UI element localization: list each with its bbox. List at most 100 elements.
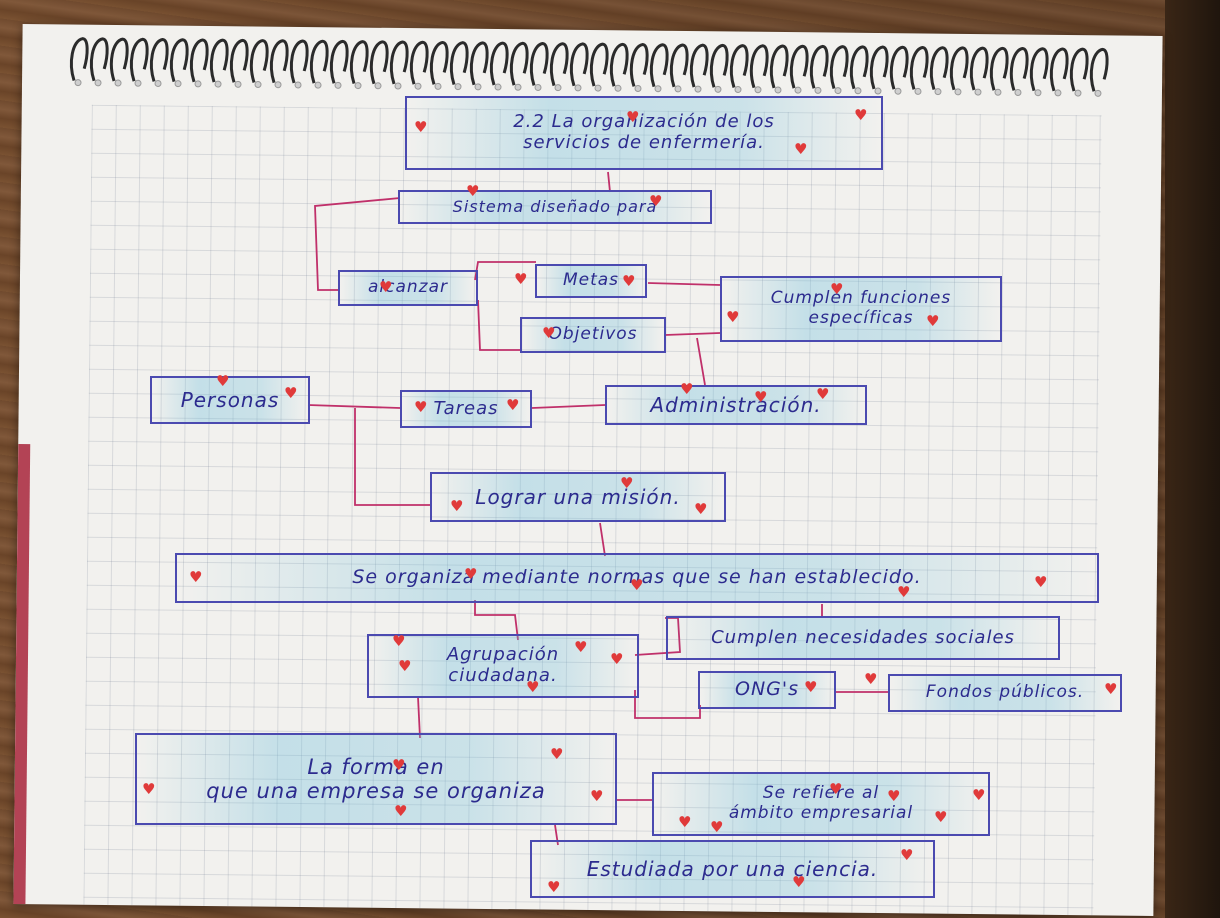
node-alcanzar: alcanzar	[338, 270, 478, 306]
heart-icon: ♥	[830, 280, 844, 298]
spiral-ring	[629, 43, 649, 87]
spiral-ring	[909, 45, 929, 90]
heart-icon: ♥	[694, 500, 708, 518]
node-personas: Personas	[150, 376, 310, 424]
heart-icon: ♥	[394, 802, 408, 820]
spiral-ring	[289, 39, 309, 84]
node-administracion: Administración.	[605, 385, 867, 425]
spiral-ring	[110, 37, 129, 82]
punch-hole	[834, 87, 842, 95]
node-tareas: Tareas	[400, 390, 532, 428]
heart-icon: ♥	[392, 756, 406, 774]
punch-hole	[94, 79, 102, 87]
punch-hole	[814, 86, 822, 94]
spiral-ring	[449, 41, 469, 86]
heart-icon: ♥	[620, 474, 634, 492]
heart-icon: ♥	[590, 787, 604, 805]
punch-hole	[994, 88, 1002, 96]
node-cumplen-necesidades: Cumplen necesidades sociales	[666, 616, 1060, 660]
heart-icon: ♥	[542, 324, 556, 342]
spiral-ring	[569, 42, 589, 87]
punch-hole	[434, 82, 442, 90]
punch-hole	[114, 79, 122, 87]
heart-icon: ♥	[887, 787, 901, 805]
punch-hole	[754, 86, 762, 94]
spiral-ring	[549, 42, 569, 87]
heart-icon: ♥	[574, 638, 588, 656]
punch-hole	[354, 82, 362, 90]
punch-hole	[494, 83, 502, 91]
heart-icon: ♥	[972, 786, 986, 804]
heart-icon: ♥	[804, 678, 818, 696]
node-se-organiza: Se organiza mediante normas que se han e…	[175, 553, 1099, 603]
heart-icon: ♥	[398, 657, 412, 675]
heart-icon: ♥	[1104, 680, 1118, 698]
punch-hole	[774, 86, 782, 94]
heart-icon: ♥	[710, 818, 724, 836]
spiral-ring	[849, 45, 869, 90]
punch-hole	[454, 83, 462, 91]
spiral-ring	[869, 45, 889, 90]
spiral-ring	[669, 43, 689, 88]
heart-icon: ♥	[864, 670, 878, 688]
punch-hole	[1054, 89, 1062, 97]
spiral-ring	[729, 44, 749, 88]
heart-icon: ♥	[630, 576, 644, 594]
spiral-ring	[130, 37, 149, 82]
node-metas: Metas	[535, 264, 647, 298]
heart-icon: ♥	[754, 388, 768, 406]
spiral-ring	[349, 40, 369, 84]
spiral-ring	[809, 44, 829, 89]
spiral-ring	[329, 39, 349, 84]
spiral-ring	[689, 43, 709, 88]
punch-hole	[414, 82, 422, 90]
node-cumplen-funciones: Cumplen funciones específicas	[720, 276, 1002, 342]
punch-hole	[654, 85, 662, 93]
punch-hole	[74, 79, 82, 87]
spiral-ring	[949, 46, 969, 91]
heart-icon: ♥	[649, 192, 663, 210]
punch-hole	[334, 81, 342, 89]
heart-icon: ♥	[392, 632, 406, 650]
punch-hole	[374, 82, 382, 90]
punch-hole	[734, 86, 742, 94]
punch-hole	[474, 83, 482, 91]
node-forma: La forma en que una empresa se organiza	[135, 733, 617, 825]
spiral-ring	[469, 41, 489, 86]
heart-icon: ♥	[934, 808, 948, 826]
punch-hole	[854, 87, 862, 95]
spiral-ring	[749, 44, 769, 89]
punch-hole	[514, 83, 522, 91]
spiral-ring	[309, 39, 329, 84]
heart-icon: ♥	[550, 745, 564, 763]
spiral-ring	[209, 38, 229, 83]
spiral-ring	[269, 39, 289, 84]
punch-hole	[274, 81, 282, 89]
punch-hole	[134, 79, 142, 87]
spiral-ring	[489, 41, 509, 86]
spiral-ring	[1049, 47, 1069, 92]
heart-icon: ♥	[622, 272, 636, 290]
punch-hole	[614, 84, 622, 92]
punch-hole	[294, 81, 302, 89]
heart-icon: ♥	[142, 780, 156, 798]
node-estudiada: Estudiada por una ciencia.	[530, 840, 935, 898]
punch-hole	[714, 85, 722, 93]
spiral-ring	[369, 40, 389, 85]
punch-hole	[794, 86, 802, 94]
heart-icon: ♥	[514, 270, 528, 288]
node-ongs: ONG's	[698, 671, 836, 709]
punch-hole	[634, 85, 642, 93]
punch-hole	[314, 81, 322, 89]
heart-icon: ♥	[897, 583, 911, 601]
node-fondos: Fondos públicos.	[888, 674, 1122, 712]
heart-icon: ♥	[464, 565, 478, 583]
heart-icon: ♥	[506, 396, 520, 414]
heart-icon: ♥	[816, 385, 830, 403]
spiral-ring	[589, 42, 609, 87]
spiral-ring	[150, 38, 169, 82]
spiral-ring	[789, 44, 809, 89]
node-mision: Lograr una misión.	[430, 472, 726, 522]
heart-icon: ♥	[610, 650, 624, 668]
